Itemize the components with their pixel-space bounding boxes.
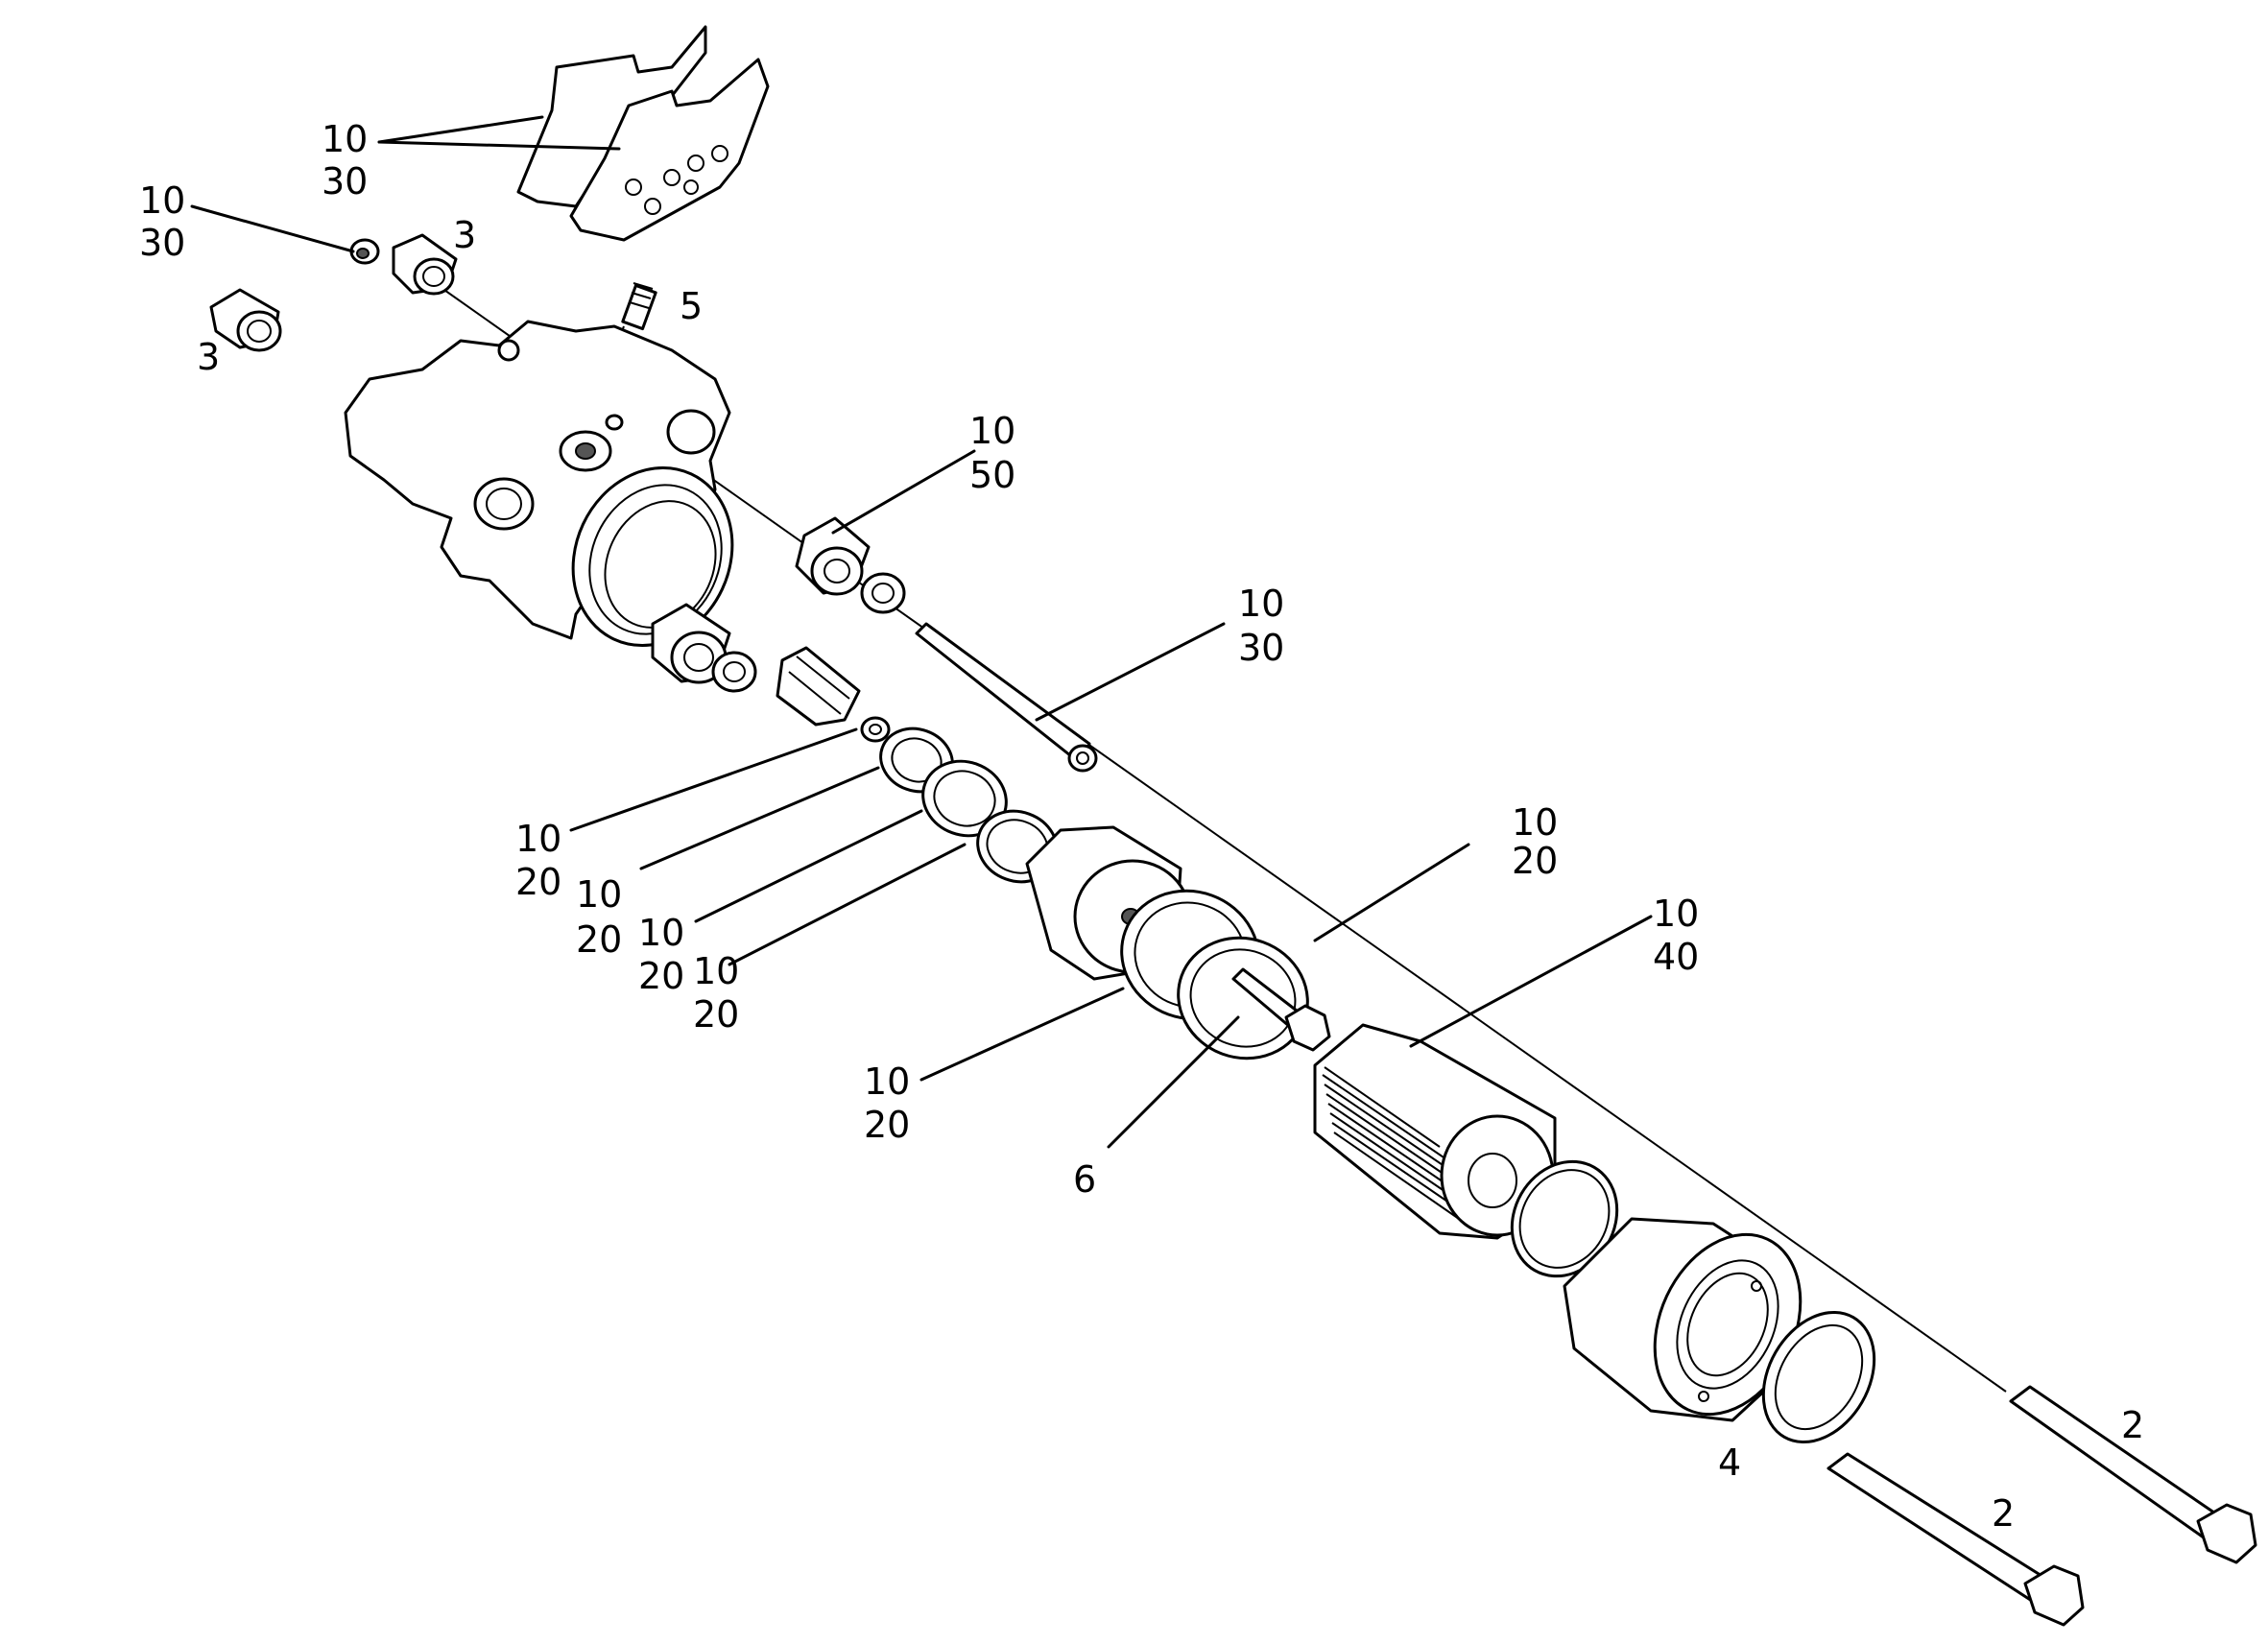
guide-pin-part — [915, 622, 1098, 773]
callout-bolt-upper: 2 — [2121, 1404, 2144, 1446]
caliper-housing — [344, 320, 734, 647]
adjuster-screw-part — [1231, 967, 1331, 1052]
brake-pads — [516, 25, 770, 242]
piston — [1025, 825, 1309, 1060]
callout-bolt-lower: 2 — [1992, 1492, 2015, 1535]
bolt-upper-part — [2009, 1385, 2257, 1564]
piston-internals — [651, 603, 891, 743]
leader-lines — [190, 115, 1653, 1149]
retaining-ring — [1510, 1159, 1619, 1278]
callout-bushing-left: 3 — [197, 336, 220, 378]
bolt-lower-part — [1826, 1452, 2085, 1627]
small-nut — [349, 238, 380, 265]
seal-rings-upper — [879, 727, 1059, 884]
callout-end-seal: 4 — [1718, 1441, 1741, 1484]
guide-sleeve — [795, 516, 906, 614]
callout-bushing-top: 3 — [453, 214, 476, 256]
bushing-top-part — [392, 233, 458, 296]
bushing-left-part — [209, 288, 282, 352]
callout-adjuster-screw: 6 — [1073, 1158, 1096, 1201]
callout-bleeder: 5 — [680, 285, 703, 327]
end-cap — [1563, 1217, 1876, 1444]
